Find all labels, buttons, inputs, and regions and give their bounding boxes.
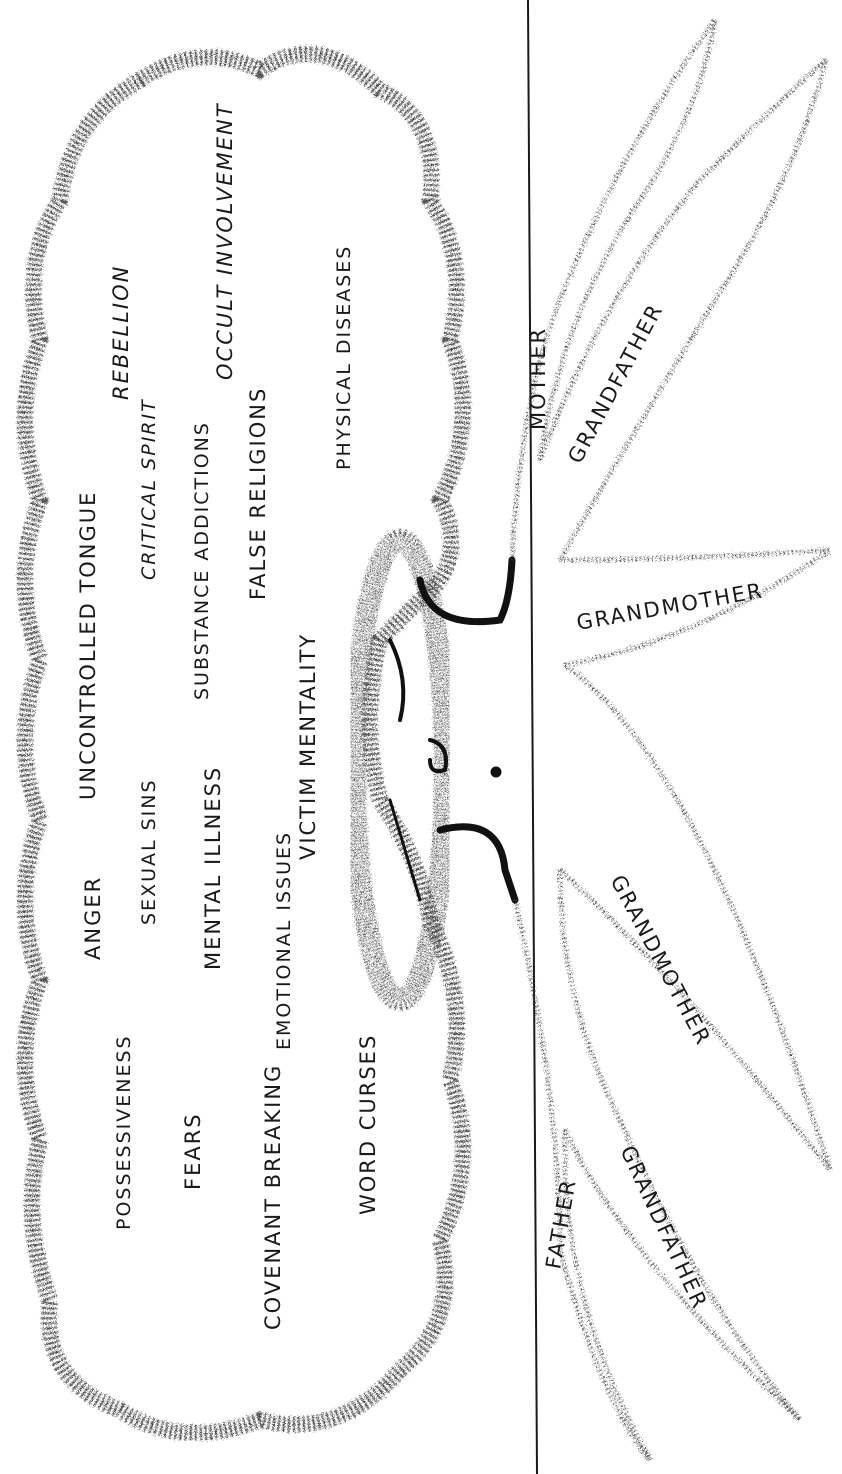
issue-fears: FEARS (181, 1112, 205, 1190)
label-grandmother-top: GRANDMOTHER (575, 578, 766, 635)
issue-substance-addictions: SUBSTANCE ADDICTIONS (191, 421, 213, 700)
issue-possessiveness: POSSESSIVENESS (113, 1034, 135, 1230)
issue-word-curses: WORD CURSES (356, 1034, 380, 1215)
label-father: FATHER (541, 1177, 581, 1271)
root-grandmother-bottom (565, 665, 830, 1170)
label-grandmother-bottom: GRANDMOTHER (606, 871, 716, 1049)
root-grandfather-top (540, 60, 826, 460)
label-grandfather-bottom: GRANDFATHER (615, 1142, 712, 1313)
issue-emotional-issues: EMOTIONAL ISSUES (273, 831, 295, 1050)
issue-false-religions: FALSE RELIGIONS (246, 387, 270, 600)
issue-victim-mentality: VICTIM MENTALITY (296, 633, 320, 860)
root-labels: MOTHER GRANDFATHER GRANDMOTHER GRANDMOTH… (526, 299, 765, 1313)
root-mother (512, 20, 715, 560)
label-grandfather-top: GRANDFATHER (563, 299, 668, 467)
issue-sexual-sins: SEXUAL SINS (138, 778, 160, 925)
issue-covenant-breaking: COVENANT BREAKING (261, 1064, 285, 1330)
issue-anger: ANGER (81, 876, 105, 960)
issue-physical-diseases: PHYSICAL DISEASES (333, 245, 355, 470)
issue-critical-spirit: CRITICAL SPIRIT (138, 398, 160, 580)
issue-rebellion: REBELLION (109, 265, 133, 400)
root-grandfather-bottom (560, 870, 800, 1420)
canopy-labels: REBELLION OCCULT INVOLVEMENT UNCONTROLLE… (76, 102, 380, 1330)
root-grandmother-top (560, 550, 830, 560)
issue-occult-involvement: OCCULT INVOLVEMENT (213, 102, 237, 380)
issue-uncontrolled-tongue: UNCONTROLLED TONGUE (76, 491, 100, 800)
label-mother: MOTHER (526, 327, 550, 430)
issue-mental-illness: MENTAL ILLNESS (201, 766, 225, 970)
ground-line (528, 0, 537, 1474)
